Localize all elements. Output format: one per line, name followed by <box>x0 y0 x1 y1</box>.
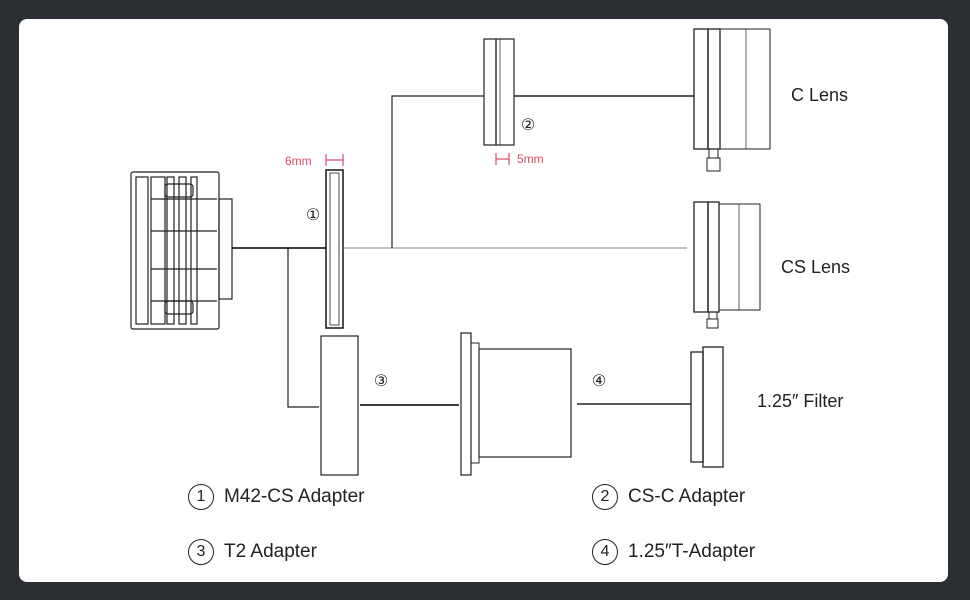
marker-t-adapter: ④ <box>591 373 607 390</box>
c-lens-label: C Lens <box>791 85 849 105</box>
dimension-6mm-marker <box>325 154 344 166</box>
legend-item-t-adapter: 4 1.25″T-Adapter <box>592 539 755 565</box>
filter-label: 1.25″ Filter <box>757 391 844 411</box>
legend-label: M42-CS Adapter <box>224 486 365 507</box>
legend-label: CS-C Adapter <box>628 486 746 507</box>
cs-lens <box>693 201 761 329</box>
legend-number: 1 <box>188 484 214 510</box>
camera-body <box>130 171 233 330</box>
m42-cs-adapter <box>325 169 344 329</box>
dimension-5mm-label: 5mm <box>517 152 544 166</box>
marker-m42-cs: ① <box>305 207 321 224</box>
cs-lens-label: CS Lens <box>781 257 851 277</box>
filter <box>690 346 724 468</box>
legend-item-t2: 3 T2 Adapter <box>188 539 317 565</box>
t2-adapter <box>320 335 359 476</box>
legend-number: 3 <box>188 539 214 565</box>
adapter-to-csc-line <box>391 95 484 248</box>
dimension-6mm-label: 6mm <box>285 154 312 168</box>
legend-item-cs-c: 2 CS-C Adapter <box>592 484 745 510</box>
diagram-panel: 6mm 5mm ① ② ③ ④ C Lens CS Lens 1.25″ Fil… <box>19 19 948 582</box>
dimension-5mm-marker <box>495 153 510 165</box>
camera-to-t2-line <box>287 248 319 408</box>
legend-label: 1.25″T-Adapter <box>628 541 756 562</box>
legend-number: 4 <box>592 539 618 565</box>
t-adapter <box>460 332 572 476</box>
c-lens <box>693 28 771 172</box>
legend-item-m42-cs: 1 M42-CS Adapter <box>188 484 364 510</box>
legend-number: 2 <box>592 484 618 510</box>
marker-t2: ③ <box>373 373 389 390</box>
connection-diagram <box>130 28 771 476</box>
legend-label: T2 Adapter <box>224 541 317 562</box>
cs-c-adapter <box>483 38 515 146</box>
marker-cs-c: ② <box>520 117 536 134</box>
